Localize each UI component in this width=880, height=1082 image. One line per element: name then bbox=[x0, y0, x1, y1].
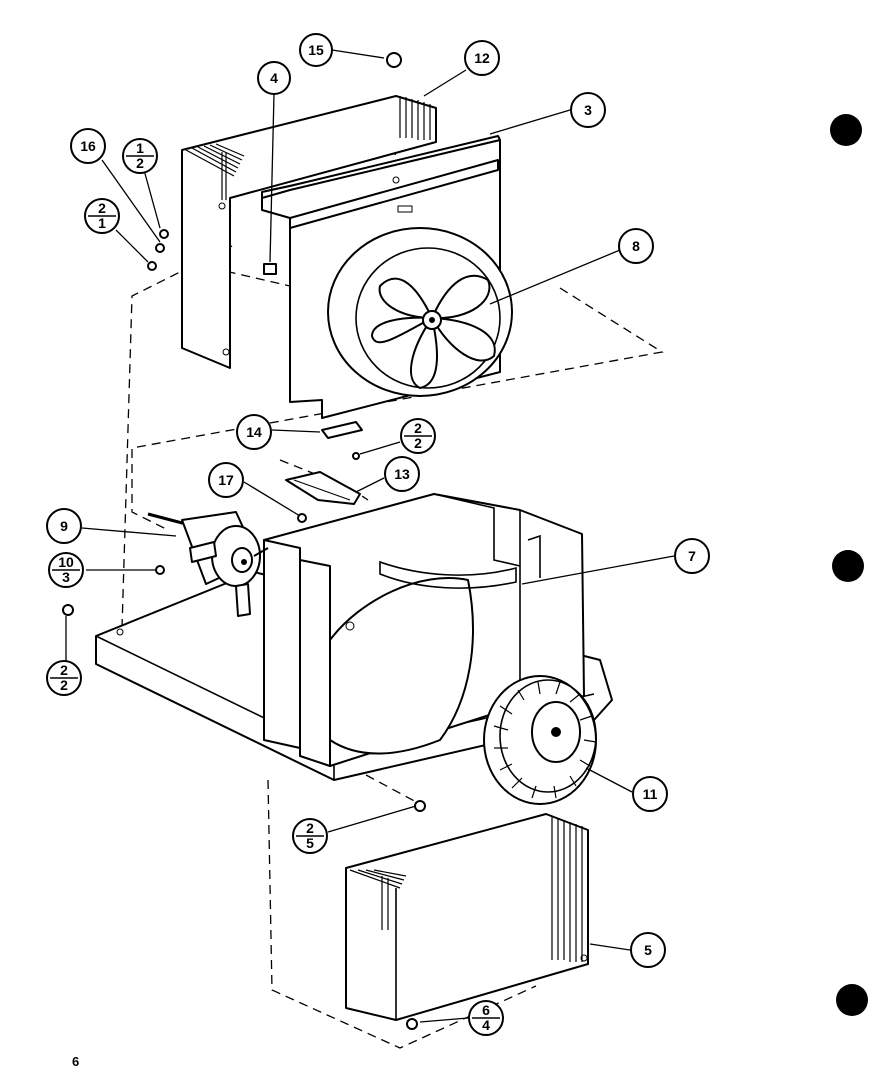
part-11-blower-wheel bbox=[483, 675, 597, 805]
svg-text:5: 5 bbox=[644, 942, 652, 958]
svg-text:17: 17 bbox=[218, 472, 234, 488]
part-14-strip bbox=[321, 421, 363, 439]
svg-text:3: 3 bbox=[62, 569, 70, 585]
svg-text:14: 14 bbox=[246, 424, 262, 440]
svg-text:2: 2 bbox=[414, 435, 422, 451]
part-8-fan-blade bbox=[371, 274, 496, 389]
svg-text:5: 5 bbox=[306, 835, 314, 851]
part-5-coil bbox=[345, 813, 589, 1021]
fraction-callout-10-3: 10 3 bbox=[48, 552, 84, 588]
svg-text:9: 9 bbox=[60, 518, 68, 534]
svg-text:4: 4 bbox=[482, 1017, 490, 1033]
svg-text:2: 2 bbox=[414, 420, 422, 436]
fraction-callout-1-2: 1 2 bbox=[122, 138, 158, 174]
svg-text:8: 8 bbox=[632, 238, 640, 254]
svg-text:10: 10 bbox=[58, 554, 74, 570]
page-number: 6 bbox=[72, 1054, 79, 1069]
callout-17: 17 bbox=[208, 462, 244, 498]
fraction-callout-2-2-upper: 2 2 bbox=[400, 418, 436, 454]
fraction-callout-6-4: 6 4 bbox=[468, 1000, 504, 1036]
callout-11: 11 bbox=[632, 776, 668, 812]
svg-text:15: 15 bbox=[308, 42, 324, 58]
callout-8: 8 bbox=[618, 228, 654, 264]
svg-text:4: 4 bbox=[270, 70, 278, 86]
svg-text:12: 12 bbox=[474, 50, 490, 66]
svg-text:16: 16 bbox=[80, 138, 96, 154]
svg-text:6: 6 bbox=[482, 1002, 490, 1018]
part-15-plug bbox=[386, 52, 402, 68]
svg-text:2: 2 bbox=[136, 155, 144, 171]
part-12-coil bbox=[181, 95, 437, 369]
hardware-screws bbox=[62, 52, 426, 1030]
svg-text:2: 2 bbox=[60, 677, 68, 693]
callout-16: 16 bbox=[70, 128, 106, 164]
punch-hole-bottom bbox=[836, 984, 868, 1016]
callout-5: 5 bbox=[630, 932, 666, 968]
punch-hole-top bbox=[830, 114, 862, 146]
svg-text:3: 3 bbox=[584, 102, 592, 118]
fraction-callout-2-1: 2 1 bbox=[84, 198, 120, 234]
svg-text:11: 11 bbox=[643, 786, 658, 802]
fraction-callout-2-5: 2 5 bbox=[292, 818, 328, 854]
part-9-motor bbox=[147, 511, 269, 617]
part-13-bracket bbox=[285, 471, 361, 505]
svg-text:1: 1 bbox=[98, 215, 106, 231]
svg-text:7: 7 bbox=[688, 548, 696, 564]
callout-4: 4 bbox=[257, 61, 291, 95]
callout-13: 13 bbox=[384, 456, 420, 492]
callout-14: 14 bbox=[236, 414, 272, 450]
svg-text:2: 2 bbox=[98, 200, 106, 216]
svg-text:2: 2 bbox=[60, 662, 68, 678]
punch-hole-middle bbox=[832, 550, 864, 582]
callout-12: 12 bbox=[464, 40, 500, 76]
part-4-clip bbox=[263, 263, 277, 275]
callout-9: 9 bbox=[46, 508, 82, 544]
leader-lines bbox=[65, 49, 675, 1023]
svg-text:2: 2 bbox=[306, 820, 314, 836]
callout-3: 3 bbox=[570, 92, 606, 128]
svg-text:13: 13 bbox=[394, 466, 410, 482]
callout-7: 7 bbox=[674, 538, 710, 574]
callout-15: 15 bbox=[299, 33, 333, 67]
fraction-callout-2-2-lower: 2 2 bbox=[46, 660, 82, 696]
svg-text:1: 1 bbox=[136, 140, 144, 156]
